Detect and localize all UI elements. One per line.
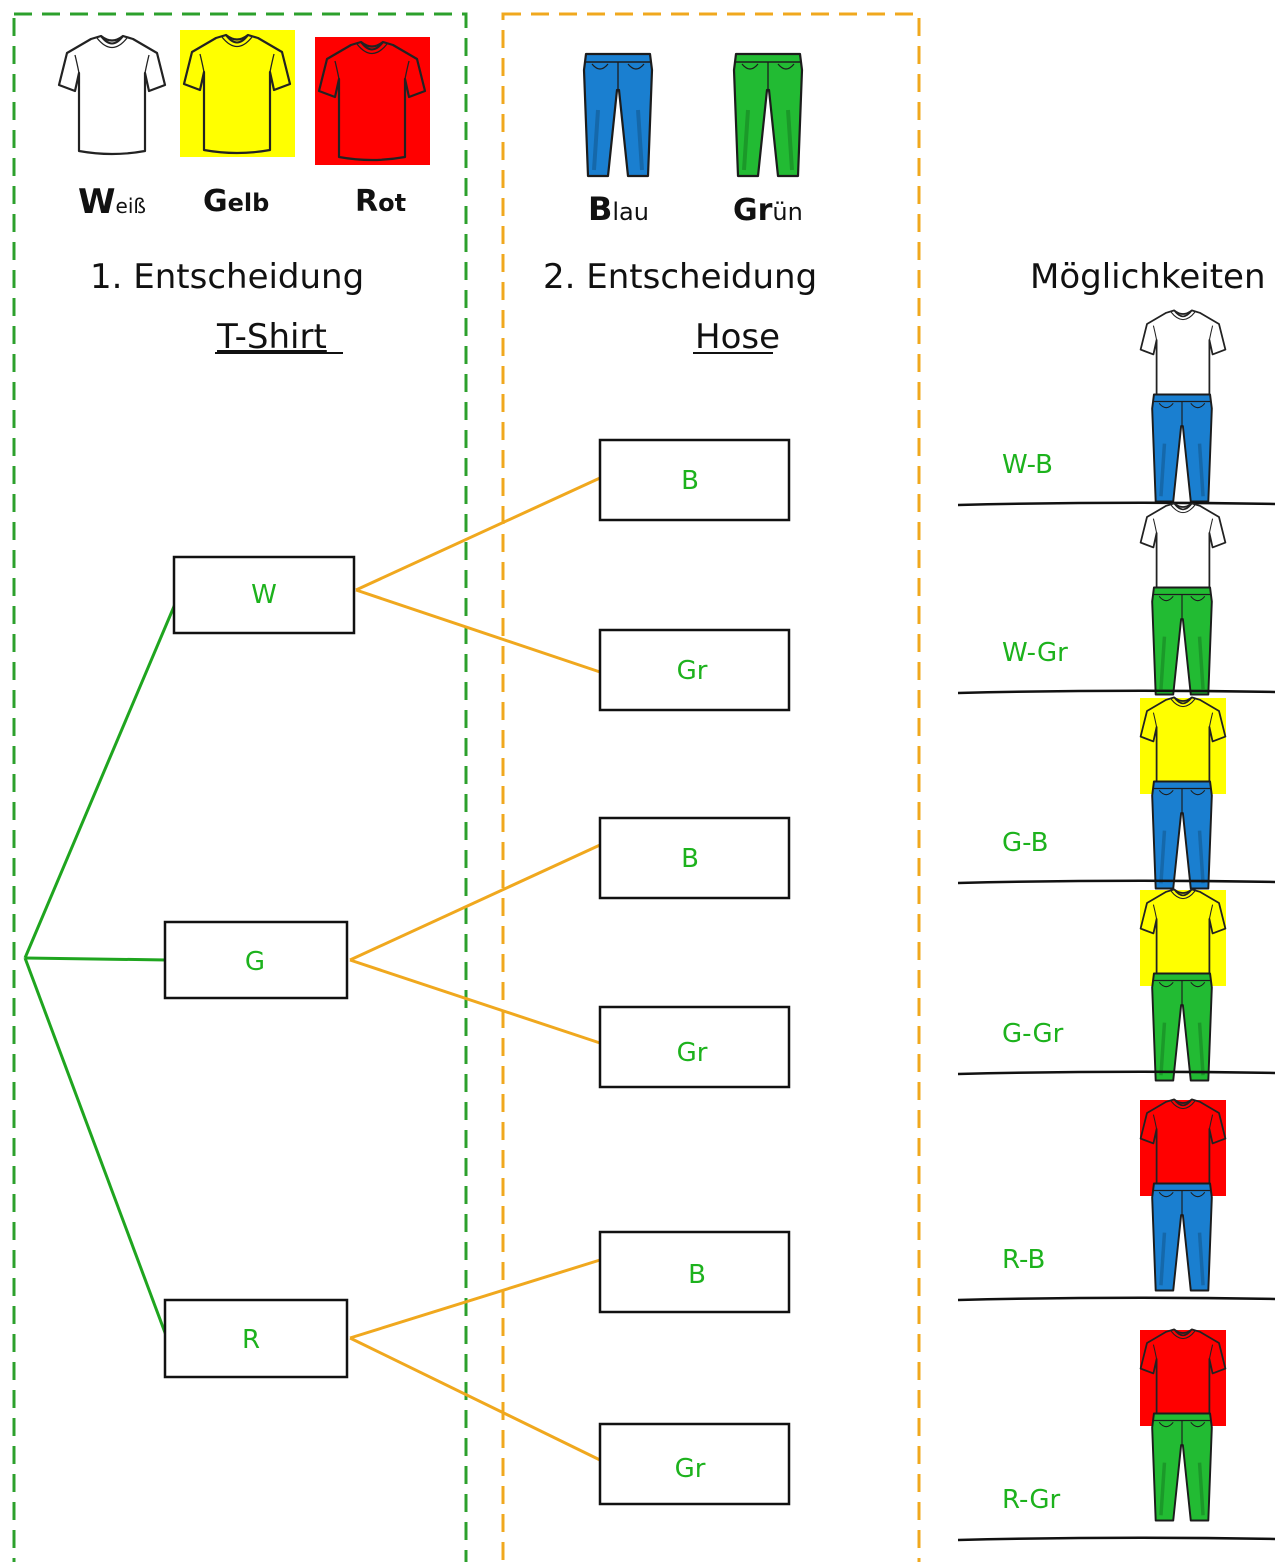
possibility-label: W-Gr	[1002, 638, 1068, 668]
row-divider	[957, 1296, 1276, 1302]
level2-label-1: B	[681, 466, 699, 496]
tshirt-frame	[12, 12, 468, 1562]
branch-R-to-B	[349, 1258, 601, 1340]
level2-node-6: Gr	[598, 1422, 791, 1506]
level2-label-5: B	[688, 1260, 706, 1290]
label-blau: Blau	[588, 190, 649, 228]
level2-node-1: B	[598, 438, 791, 522]
shirt-swatch-yellow	[180, 30, 295, 157]
possibility-label: W-B	[1002, 450, 1053, 480]
level2-label-4: Gr	[677, 1038, 708, 1068]
pants-icon	[1150, 1181, 1214, 1293]
pants-icon	[1150, 585, 1214, 697]
possibilities-list: W-B W-GrG-B G-GrR-B R-Gr	[957, 309, 1276, 1542]
pants-icon	[1150, 779, 1214, 891]
pants-icon	[1150, 1411, 1214, 1523]
level1-label-g: G	[245, 947, 265, 977]
level1-label-r: R	[242, 1325, 260, 1355]
pants-subheading: Hose	[695, 317, 780, 357]
possibility-label: G-Gr	[1002, 1019, 1064, 1049]
row-divider	[957, 501, 1276, 507]
branch-W-to-Gr	[355, 588, 601, 674]
pants-icon	[1150, 971, 1214, 1083]
row-divider	[957, 689, 1276, 695]
row-divider	[957, 1070, 1276, 1076]
shirt-swatch-white	[57, 34, 167, 156]
possibility-row: W-Gr	[957, 502, 1276, 697]
level1-label-w: W	[251, 580, 277, 610]
possibility-label: R-Gr	[1002, 1485, 1060, 1515]
level1-node-r: R	[163, 1298, 349, 1379]
tree-branches	[23, 476, 601, 1462]
level1-node-w: W	[172, 555, 356, 635]
level2-node-2: Gr	[598, 628, 791, 712]
pants-icon	[1150, 392, 1214, 504]
possibility-row: G-B	[957, 696, 1276, 891]
possibility-label: G-B	[1002, 828, 1048, 858]
shirt-icon	[1139, 502, 1227, 599]
possibility-row: W-B	[957, 309, 1276, 507]
label-rot: Rot	[355, 184, 406, 219]
label-gruen: Grün	[733, 193, 803, 228]
possibilities-heading: Möglichkeiten	[1030, 257, 1266, 297]
branch-W-to-B	[355, 476, 601, 592]
pants-heading: 2. Entscheidung	[543, 257, 817, 297]
possibility-row: R-B	[957, 1098, 1276, 1302]
branch-R-to-Gr	[349, 1336, 601, 1462]
label-gelb: Gelb	[203, 184, 269, 219]
level2-node-3: B	[598, 816, 791, 900]
branch-root-to-R	[23, 957, 169, 1339]
branch-G-to-B	[349, 843, 601, 962]
shirt-icon	[1139, 309, 1227, 406]
tshirt-subheading: T-Shirt	[216, 317, 327, 357]
row-divider	[957, 879, 1276, 885]
level2-label-6: Gr	[675, 1454, 706, 1484]
level2-label-3: B	[681, 844, 699, 874]
possibility-row: R-Gr	[957, 1328, 1276, 1542]
row-divider	[957, 1536, 1276, 1542]
branch-root-to-W	[23, 596, 180, 959]
possibility-label: R-B	[1002, 1245, 1045, 1275]
pants-swatch-green	[732, 52, 804, 178]
label-weiss: Weiß	[78, 182, 146, 222]
tshirt-heading: 1. Entscheidung	[90, 257, 364, 297]
possibility-row: G-Gr	[957, 888, 1276, 1083]
pants-swatch-blue	[582, 52, 654, 178]
pants-frame	[501, 12, 921, 1562]
shirt-swatch-red	[315, 37, 430, 165]
branch-root-to-G	[24, 956, 168, 962]
level2-node-5: B	[598, 1230, 791, 1314]
branch-G-to-Gr	[349, 958, 601, 1045]
level1-node-g: G	[163, 920, 349, 1000]
level2-node-4: Gr	[598, 1005, 791, 1089]
level2-label-2: Gr	[677, 656, 708, 686]
